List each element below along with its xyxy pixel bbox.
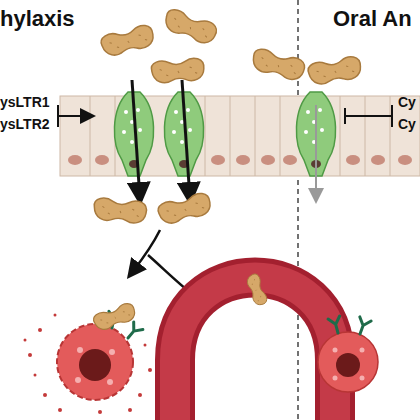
inhibit-arrow (345, 105, 392, 127)
panel-title: hylaxis (0, 6, 75, 32)
promote-arrow (58, 105, 92, 127)
receptor-name: ysLTR2 (0, 116, 50, 132)
transport-arrow (132, 80, 140, 200)
mast-cell-degranulating (24, 301, 153, 414)
transport-arrow (182, 80, 190, 200)
transport-arrow (315, 105, 317, 200)
receptor-name: Cy (398, 94, 416, 110)
panel-title: Oral An (333, 6, 412, 32)
receptor-name: Cy (398, 116, 416, 132)
peanut (93, 7, 362, 226)
receptor-name: ysLTR1 (0, 94, 50, 110)
mast-cell-resting (318, 316, 378, 392)
blood-vessel (175, 273, 335, 420)
epithelium (60, 92, 420, 176)
